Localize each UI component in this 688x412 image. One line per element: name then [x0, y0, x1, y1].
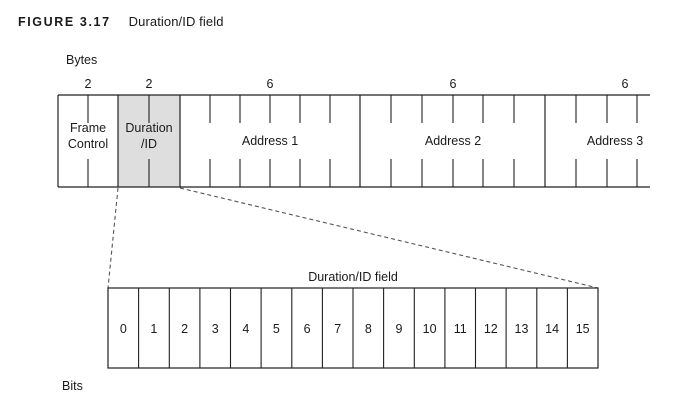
bit-cell-dividers — [138, 288, 568, 368]
field-label-address-3: Address 3 — [587, 134, 643, 148]
bytes-unit-label: Bytes — [66, 53, 97, 67]
bit-cell-10: 10 — [423, 322, 437, 336]
bit-cell-0: 0 — [120, 322, 127, 336]
bit-cell-7: 7 — [334, 322, 341, 336]
bit-layout: Duration/ID field 0 1 2 3 4 5 — [62, 270, 599, 393]
byte-count-address-3: 6 — [622, 77, 629, 91]
figure-number: FIGURE 3.17 — [18, 15, 111, 29]
bit-numbers: 0 1 2 3 4 5 6 7 8 9 10 11 12 13 14 15 — [120, 322, 590, 336]
detail-title: Duration/ID field — [308, 270, 398, 284]
byte-ticks-address-3 — [575, 95, 638, 187]
bit-cell-1: 1 — [150, 322, 157, 336]
bit-cell-14: 14 — [545, 322, 559, 336]
field-label-duration-id-line1: Duration — [125, 121, 172, 135]
bit-cell-2: 2 — [181, 322, 188, 336]
byte-count-frame-control: 2 — [85, 77, 92, 91]
bit-cell-11: 11 — [454, 322, 467, 336]
field-label-address-1: Address 1 — [242, 134, 298, 148]
bit-cell-12: 12 — [484, 322, 498, 336]
leader-line-left — [107, 187, 119, 289]
byte-ticks-address-1 — [209, 95, 331, 187]
byte-ticks-address-2 — [390, 95, 515, 187]
figure-caption: Duration/ID field — [128, 14, 224, 29]
bit-cell-8: 8 — [365, 322, 372, 336]
leader-line-right — [179, 187, 599, 289]
byte-count-address-1: 6 — [267, 77, 274, 91]
bit-cell-6: 6 — [304, 322, 311, 336]
field-label-frame-control-line1: Frame — [70, 121, 106, 135]
bit-cell-13: 13 — [515, 322, 529, 336]
byte-count-duration-id: 2 — [146, 77, 153, 91]
field-label-frame-control-line2: Control — [68, 137, 108, 151]
bits-unit-label: Bits — [62, 379, 83, 393]
figure-title: FIGURE 3.17 Duration/ID field — [18, 14, 224, 29]
bit-cell-9: 9 — [396, 322, 403, 336]
bit-cell-3: 3 — [212, 322, 219, 336]
frame-byte-layout: Frame Control Duration /ID Address 1 Add… — [57, 53, 650, 188]
bit-cell-5: 5 — [273, 322, 280, 336]
field-label-duration-id-line2: /ID — [141, 137, 157, 151]
byte-count-address-2: 6 — [450, 77, 457, 91]
bit-cell-15: 15 — [576, 322, 590, 336]
bit-cell-4: 4 — [242, 322, 249, 336]
expansion-leader-lines — [107, 187, 599, 289]
field-label-address-2: Address 2 — [425, 134, 481, 148]
